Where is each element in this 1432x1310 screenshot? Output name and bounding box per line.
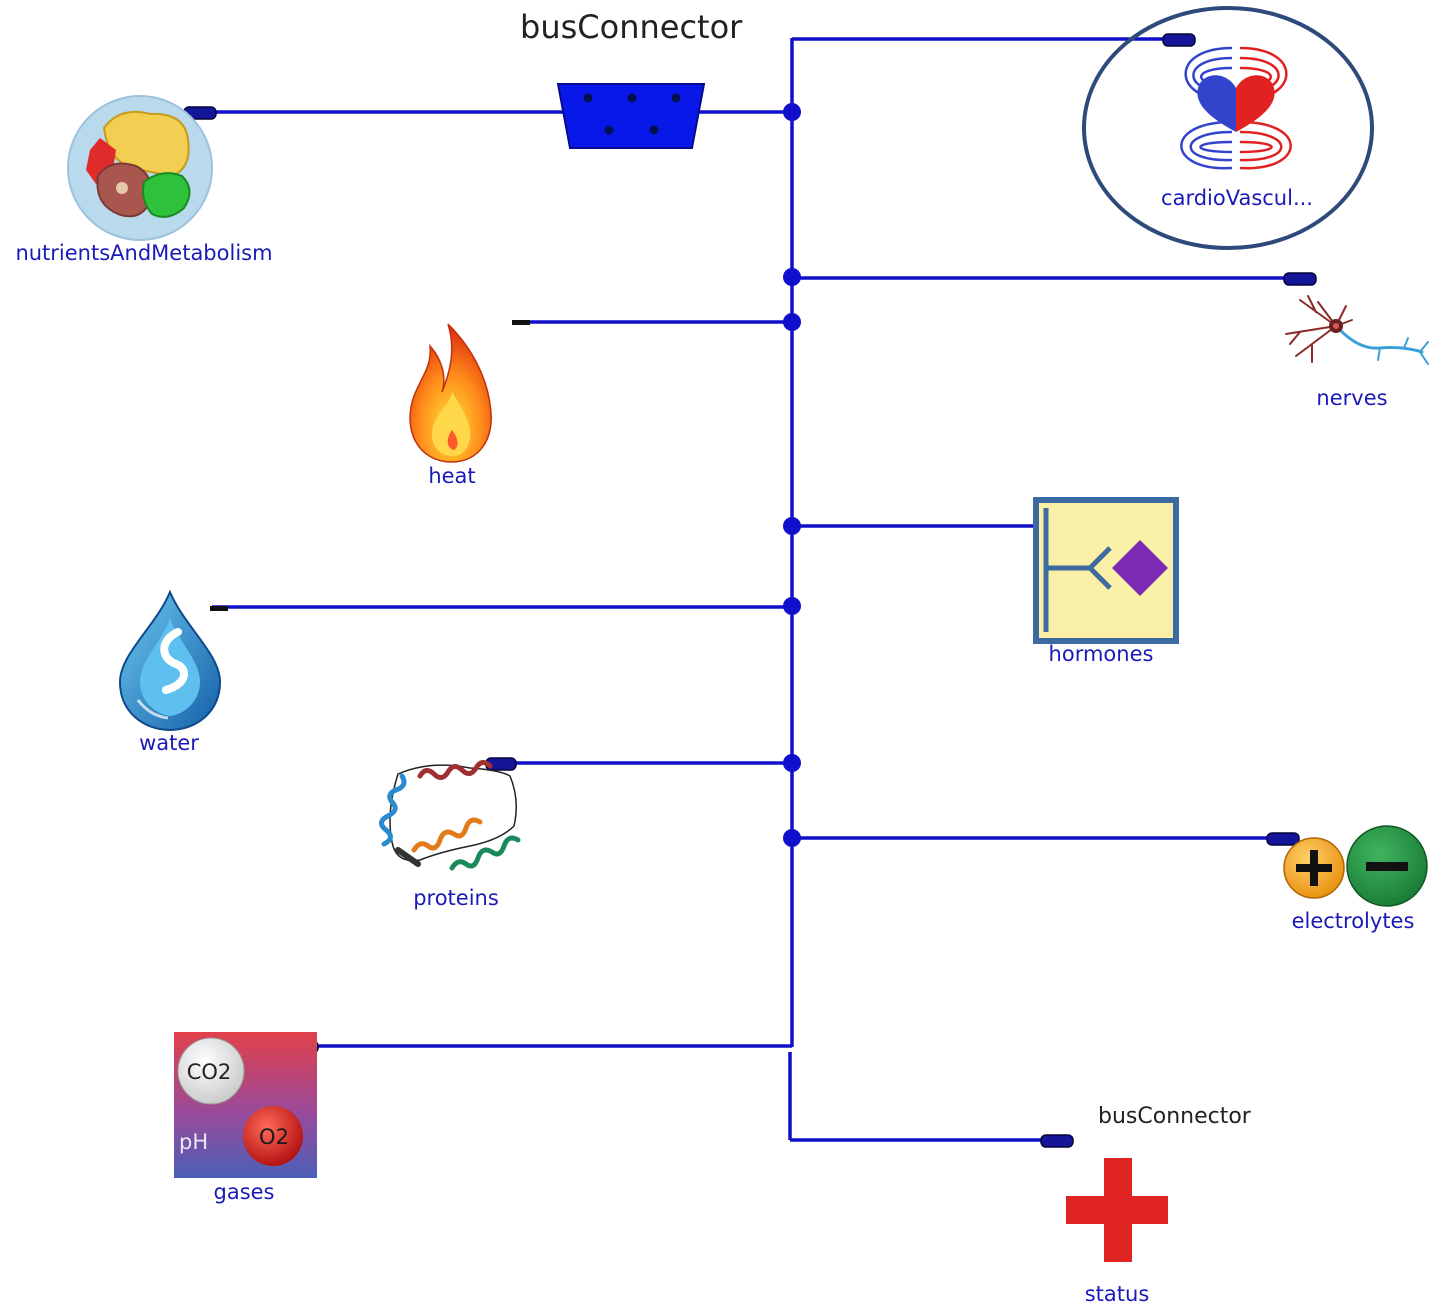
- water-drop-icon[interactable]: [118, 589, 222, 732]
- label-nerves: nerves: [1316, 386, 1388, 410]
- small-ports: [210, 320, 530, 611]
- junction-dot: [783, 829, 801, 847]
- junction-dot: [783, 103, 801, 121]
- bus-wiring: [210, 37, 1292, 1142]
- junction-dot: [783, 313, 801, 331]
- label-electrolytes: electrolytes: [1291, 909, 1415, 933]
- bus-connector-title: busConnector: [520, 8, 743, 46]
- junction-dot: [783, 597, 801, 615]
- label-cardio: cardioVascul...: [1161, 186, 1313, 210]
- label-status: status: [1084, 1282, 1150, 1306]
- junction-dot: [783, 517, 801, 535]
- junction-dot: [783, 268, 801, 286]
- electrolytes-icon[interactable]: [1283, 825, 1428, 907]
- gases-icon[interactable]: [174, 1032, 317, 1178]
- port-status[interactable]: [1040, 1134, 1074, 1148]
- highlight-ellipse: [1082, 6, 1374, 250]
- gases-o2-text: O2: [259, 1125, 289, 1149]
- gases-co2-text: CO2: [186, 1060, 232, 1084]
- bus-junctions: [783, 103, 801, 847]
- cardio-icon[interactable]: [1082, 6, 1374, 250]
- nerves-icon[interactable]: [1285, 295, 1429, 365]
- nutrients-icon[interactable]: [67, 95, 213, 241]
- junction-dot: [783, 754, 801, 772]
- label-water: water: [139, 731, 199, 755]
- port-cardio[interactable]: [1162, 33, 1196, 47]
- status-cross-icon[interactable]: [1066, 1158, 1168, 1262]
- proteins-icon[interactable]: [379, 760, 521, 871]
- port-water[interactable]: [210, 606, 228, 611]
- port-electrolytes[interactable]: [1266, 832, 1300, 846]
- label-nutrients: nutrientsAndMetabolism: [15, 241, 273, 265]
- label-proteins: proteins: [413, 886, 499, 910]
- label-heat: heat: [428, 464, 476, 488]
- status-bus-connector-label: busConnector: [1098, 1104, 1251, 1129]
- label-hormones: hormones: [1048, 642, 1154, 666]
- port-nerves[interactable]: [1283, 272, 1317, 286]
- label-gases: gases: [213, 1180, 275, 1204]
- port-heat[interactable]: [512, 320, 530, 325]
- heat-icon[interactable]: [409, 323, 492, 463]
- bus-connector-icon[interactable]: [556, 83, 706, 149]
- gases-ph-text: pH: [179, 1130, 209, 1154]
- hormones-icon[interactable]: [1033, 497, 1179, 644]
